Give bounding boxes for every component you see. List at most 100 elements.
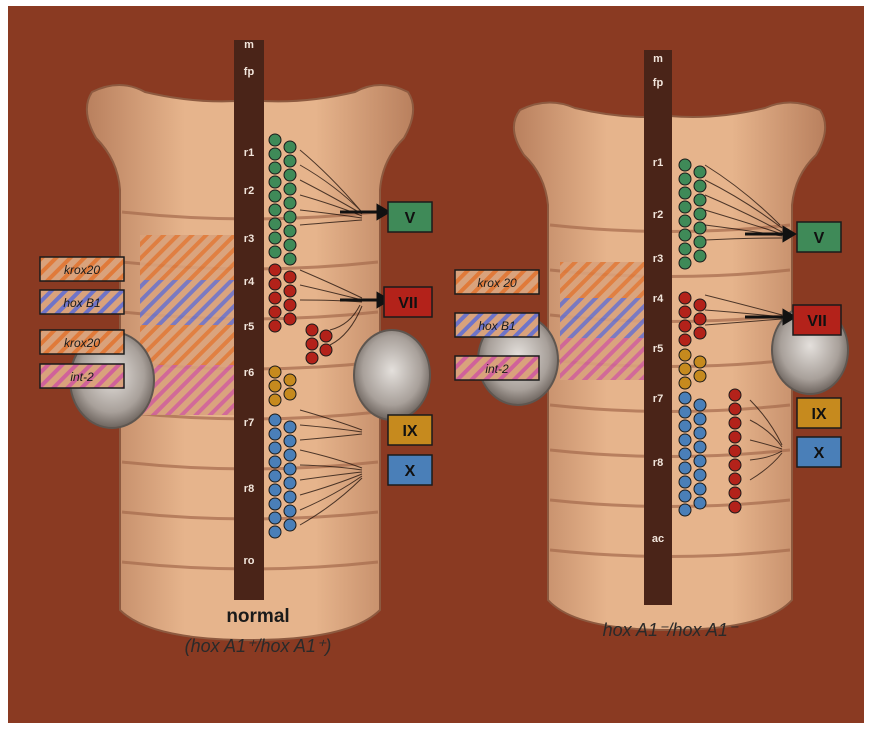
neuron-cell-gold <box>694 356 706 368</box>
axis-label-fp: fp <box>244 66 255 78</box>
nerve-label-x: X <box>388 455 432 485</box>
neuron-cell-red <box>729 417 741 429</box>
panel-genotype-normal: (hox A1⁺/hox A1⁺) <box>185 636 332 656</box>
neuron-cell-blue <box>284 449 296 461</box>
neuron-cell-red <box>306 352 318 364</box>
neuron-cell-red <box>284 271 296 283</box>
svg-text:int-2: int-2 <box>485 362 509 376</box>
otic-vesicle-right-normal <box>354 330 430 420</box>
band-krox20-mutant <box>560 262 645 298</box>
neuron-cell-red <box>306 338 318 350</box>
neuron-cell-blue <box>284 505 296 517</box>
neuron-cell-red <box>679 292 691 304</box>
nerve-label-ix: IX <box>388 415 432 445</box>
gene-label-int2-mutant: int-2 <box>455 356 539 380</box>
neuron-cell-red <box>320 330 332 342</box>
neuron-cell-blue <box>269 484 281 496</box>
neuron-cell-blue <box>679 406 691 418</box>
neuron-cell-blue <box>269 456 281 468</box>
neuron-cell-green <box>679 257 691 269</box>
neuron-cell-red <box>679 334 691 346</box>
neuron-cell-blue <box>284 519 296 531</box>
neuron-cell-red <box>729 501 741 513</box>
neuron-cell-red <box>729 389 741 401</box>
neuron-cell-green <box>694 250 706 262</box>
neuron-cell-green <box>284 183 296 195</box>
axis-label-fp-mutant: fp <box>653 77 664 89</box>
neuron-cell-green <box>269 134 281 146</box>
svg-text:IX: IX <box>811 406 826 423</box>
neuron-cell-gold <box>694 370 706 382</box>
neuron-cell-red <box>269 306 281 318</box>
neuron-cell-gold <box>679 377 691 389</box>
svg-text:hox B1: hox B1 <box>63 296 100 310</box>
axis-label-m: m <box>244 39 254 51</box>
band-hoxb1-mutant <box>560 298 645 338</box>
svg-text:X: X <box>405 463 416 480</box>
axis-label-r7-mutant: r7 <box>653 393 663 405</box>
neuron-cell-green <box>679 215 691 227</box>
neuron-cell-gold <box>269 394 281 406</box>
neuron-cell-red <box>729 403 741 415</box>
gene-label-krox20-upper: krox20 <box>40 257 124 281</box>
svg-text:VII: VII <box>398 295 418 312</box>
axis-label-r2-mutant: r2 <box>653 209 663 221</box>
neuron-cell-blue <box>269 470 281 482</box>
neuron-cell-gold <box>284 374 296 386</box>
svg-text:VII: VII <box>807 313 827 330</box>
neuron-cell-green <box>284 141 296 153</box>
axis-label-r4-mutant: r4 <box>653 293 664 305</box>
neuron-cell-red <box>269 320 281 332</box>
neuron-cell-blue <box>269 526 281 538</box>
neuron-cell-red <box>694 327 706 339</box>
neuron-cell-green <box>269 176 281 188</box>
neuron-cell-green <box>284 155 296 167</box>
panel-title-normal: normal <box>226 606 289 627</box>
neuron-cell-red <box>729 459 741 471</box>
neuron-cell-red <box>729 473 741 485</box>
neuron-cell-blue <box>269 428 281 440</box>
axis-label-m-mutant: m <box>653 53 663 65</box>
axis-label-r7: r7 <box>244 417 254 429</box>
axis-label-ac-mutant: ac <box>652 533 664 545</box>
neuron-cell-blue <box>679 448 691 460</box>
neuron-cell-red <box>284 299 296 311</box>
neuron-cell-gold <box>269 366 281 378</box>
axis-label-r3: r3 <box>244 233 254 245</box>
midline-spine-normal <box>234 40 264 600</box>
neuron-cell-green <box>269 246 281 258</box>
svg-text:V: V <box>814 230 825 247</box>
neuron-cell-green <box>679 229 691 241</box>
neuron-cell-gold <box>284 388 296 400</box>
neuron-cell-blue <box>694 497 706 509</box>
band-krox20-lower-normal <box>140 325 235 365</box>
gene-label-hoxb1-mutant: hox B1 <box>455 313 539 337</box>
neuron-cell-green <box>694 222 706 234</box>
axis-label-r5-mutant: r5 <box>653 343 663 355</box>
nerve-label-ix-mutant: IX <box>797 398 841 428</box>
nerve-label-v: V <box>388 202 432 232</box>
neuron-cell-green <box>284 239 296 251</box>
neuron-cell-red <box>320 344 332 356</box>
neuron-cell-red <box>729 487 741 499</box>
neuron-cell-green <box>284 197 296 209</box>
neuron-cell-green <box>694 194 706 206</box>
neuron-cell-red <box>694 299 706 311</box>
neuron-cell-blue <box>284 491 296 503</box>
neuron-cell-green <box>269 204 281 216</box>
neuron-cell-red <box>729 445 741 457</box>
neuron-cell-green <box>269 148 281 160</box>
svg-text:krox20: krox20 <box>64 263 100 277</box>
neuron-cell-red <box>284 313 296 325</box>
neuron-cell-green <box>269 162 281 174</box>
neuron-cell-blue <box>284 421 296 433</box>
neuron-cell-gold <box>679 349 691 361</box>
neuron-cell-blue <box>694 441 706 453</box>
neuron-cell-red <box>729 431 741 443</box>
neuron-cell-green <box>284 253 296 265</box>
neuron-cell-blue <box>269 414 281 426</box>
axis-label-r8-mutant: r8 <box>653 457 663 469</box>
neuron-cell-blue <box>694 455 706 467</box>
axis-label-r5: r5 <box>244 321 254 333</box>
